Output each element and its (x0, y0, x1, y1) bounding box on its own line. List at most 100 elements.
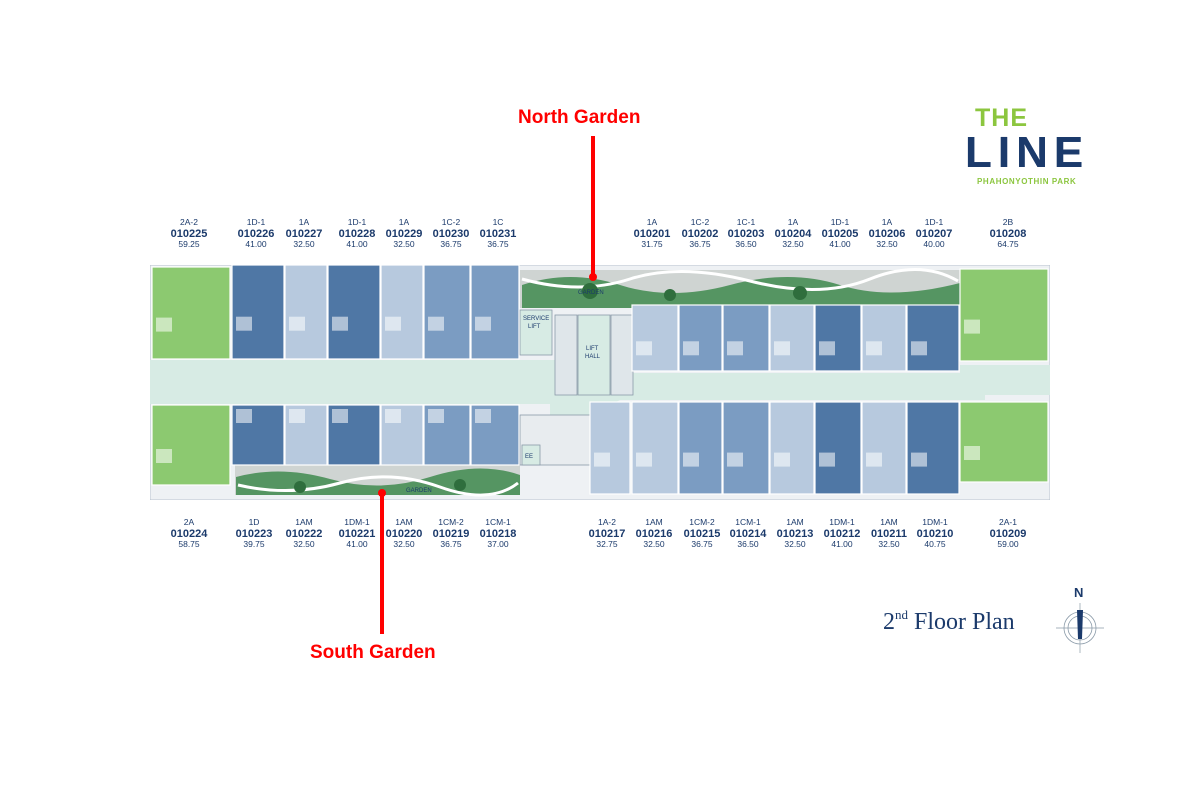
unit-area: 31.75 (641, 238, 663, 249)
south-garden-annotation: South Garden (310, 642, 436, 663)
bathroom-fixture (964, 319, 980, 334)
unit-type: 1AM (786, 517, 804, 527)
bathroom-fixture (636, 341, 652, 356)
bathroom-fixture (683, 341, 699, 356)
bathroom-fixture (156, 449, 172, 463)
unit-area: 32.50 (293, 538, 315, 549)
bathroom-fixture (428, 409, 444, 423)
unit-block-010222 (284, 404, 328, 466)
unit-block-010213 (769, 401, 815, 495)
unit-area: 41.00 (829, 238, 851, 249)
unit-area: 41.00 (245, 238, 267, 249)
unit-block-010228 (327, 265, 381, 360)
unit-number: 010215 (683, 527, 721, 540)
unit-type: 1A-2 (598, 517, 616, 527)
service-lift-line1: SERVICE (523, 316, 549, 322)
unit-type: 2A (183, 517, 195, 527)
unit-area: 41.00 (346, 238, 368, 249)
unit-number: 010209 (989, 527, 1027, 540)
unit-block-010211 (861, 401, 907, 495)
bathroom-fixture (385, 316, 401, 331)
unit-area: 59.25 (178, 238, 200, 249)
unit-number: 010212 (823, 527, 861, 540)
unit-number: 010221 (338, 527, 376, 540)
unit-type: 1CM-2 (689, 517, 715, 527)
bathroom-fixture (727, 452, 743, 467)
lift-hall (577, 314, 611, 396)
floor-ordinal: 2 (883, 609, 895, 635)
north-garden-pointer (591, 136, 595, 276)
bathroom-fixture (911, 341, 927, 356)
unit-type: 1A (398, 217, 410, 227)
bathroom-fixture (866, 341, 882, 356)
south-garden-pointer-dot (378, 489, 386, 497)
unit-area: 58.75 (178, 538, 200, 549)
unit-number: 010211 (870, 527, 908, 540)
south-garden-pointer (380, 494, 384, 634)
bathroom-fixture (289, 409, 305, 423)
bathroom-fixture (774, 452, 790, 467)
bathroom-fixture (385, 409, 401, 423)
logo-subtitle: PHAHONYOTHIN PARK (977, 177, 1077, 186)
unit-block-010229 (380, 265, 424, 360)
unit-number: 010203 (727, 227, 765, 240)
unit-area: 36.75 (440, 538, 462, 549)
floor-title-text: Floor Plan (914, 609, 1015, 635)
unit-type: 2A-2 (180, 217, 198, 227)
unit-number: 010204 (774, 227, 812, 240)
unit-type: 1CM-1 (485, 517, 511, 527)
compass-n-label: N (1074, 585, 1083, 600)
unit-type: 1A (787, 217, 799, 227)
unit-block-010204 (769, 304, 815, 372)
unit-type: 1DM-1 (344, 517, 370, 527)
bathroom-fixture (636, 452, 652, 467)
unit-area: 41.00 (346, 538, 368, 549)
unit-block-010227 (284, 265, 328, 360)
unit-type: 1AM (395, 517, 413, 527)
unit-number: 010226 (237, 227, 275, 240)
unit-number: 010201 (633, 227, 671, 240)
bathroom-fixture (236, 409, 252, 423)
unit-area: 39.75 (243, 538, 265, 549)
unit-type: 1A (298, 217, 310, 227)
unit-block-010209 (959, 401, 1049, 483)
corridor-east-end (960, 365, 1050, 395)
unit-number: 010222 (285, 527, 323, 540)
unit-block-010212 (814, 401, 862, 495)
bathroom-fixture (819, 341, 835, 356)
unit-type: 1C (492, 217, 504, 227)
unit-area: 41.00 (831, 538, 853, 549)
unit-area: 32.50 (876, 238, 898, 249)
bathroom-fixture (964, 446, 980, 460)
unit-type: 1C-1 (736, 217, 756, 227)
unit-block-010214 (722, 401, 770, 495)
unit-type: 1A (646, 217, 658, 227)
floor-ordinal-suffix: nd (895, 607, 908, 622)
south-garden-text: GARDEN (406, 488, 432, 494)
unit-number: 010225 (170, 227, 208, 240)
unit-area: 64.75 (997, 238, 1019, 249)
unit-number: 010205 (821, 227, 859, 240)
unit-type: 1A (881, 217, 893, 227)
unit-type: 2B (1002, 217, 1014, 227)
bathroom-fixture (911, 452, 927, 467)
unit-number: 010213 (776, 527, 814, 540)
unit-type: 1AM (645, 517, 663, 527)
unit-type: 1D-1 (830, 217, 850, 227)
bathroom-fixture (475, 316, 491, 331)
unit-area: 59.00 (997, 538, 1019, 549)
bathroom-fixture (819, 452, 835, 467)
unit-type: 1AM (880, 517, 898, 527)
